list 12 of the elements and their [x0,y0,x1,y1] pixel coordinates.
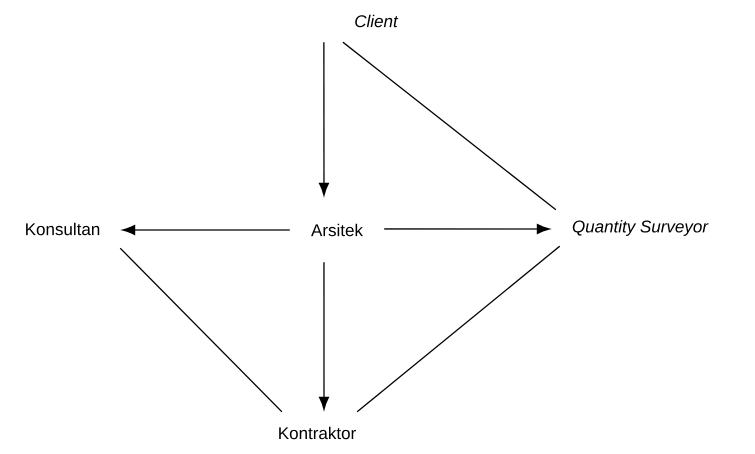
connector-line [342,42,556,210]
arrow [122,224,290,236]
connector-line [356,246,560,412]
arrow [318,262,330,410]
node-label: Client [355,14,398,28]
arrow [318,42,329,196]
node-label: Arsitek [311,224,363,236]
arrow [384,224,550,234]
node-label: Konsultan [26,222,100,236]
connector-line [120,248,282,412]
node-label: Kontraktor [279,426,356,440]
node-label: Quantity Surveyor [572,220,709,236]
